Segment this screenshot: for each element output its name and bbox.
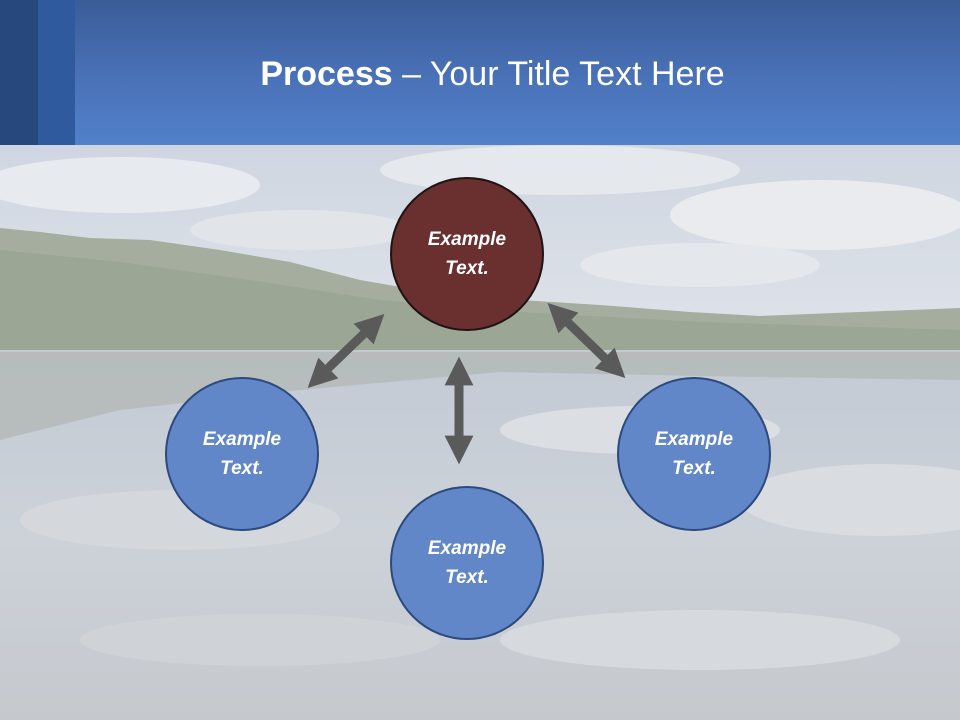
title-bar: Process – Your Title Text Here — [0, 0, 960, 145]
title-bold: Process — [260, 55, 393, 93]
arrow-top-left — [307, 314, 385, 388]
arrow-top-right — [547, 303, 626, 378]
title-bar-accent — [38, 0, 75, 145]
title-bar-accent-dark — [0, 0, 38, 145]
slide-title: Process – Your Title Text Here — [0, 52, 960, 96]
title-rest: – Your Title Text Here — [392, 55, 725, 93]
